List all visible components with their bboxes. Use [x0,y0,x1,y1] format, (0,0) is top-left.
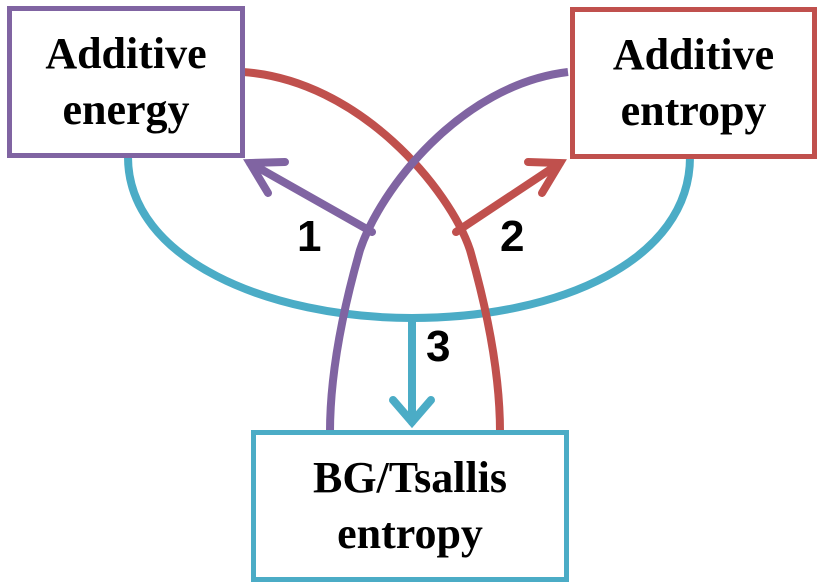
box-text-line1: Additive [45,29,207,78]
box-additive-entropy: Additive entropy [570,7,817,159]
label-1: 1 [297,212,322,261]
purple-curve [326,68,569,433]
box-bg-tsallis-entropy: BG/Tsallis entropy [251,430,569,582]
box-text-line2: energy [62,85,190,134]
cyan-curve [124,156,694,323]
arrow-1 [243,158,376,236]
label-3: 3 [426,322,451,371]
arrow-3 [389,314,435,429]
arrow-2 [452,158,567,236]
box-text-line1: Additive [612,30,775,79]
box-text-line2: entropy [620,86,767,135]
box-additive-energy: Additive energy [7,6,245,158]
box-text-line2: entropy [337,509,483,558]
red-curve [242,68,504,433]
box-text-line1: BG/Tsallis [312,453,508,502]
label-2: 2 [500,212,525,261]
